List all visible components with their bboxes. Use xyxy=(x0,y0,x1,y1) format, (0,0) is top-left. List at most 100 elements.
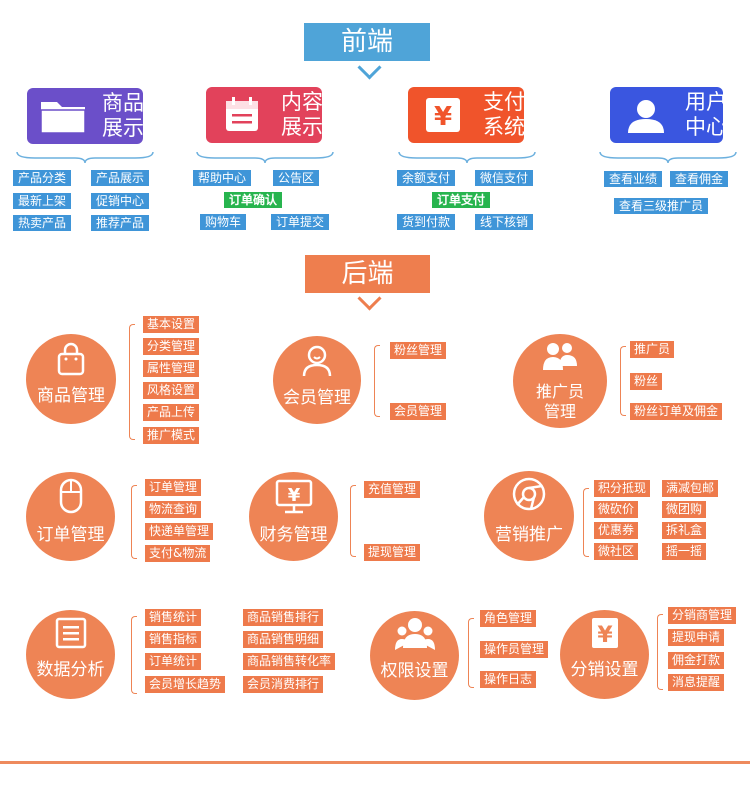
people-icon xyxy=(543,343,577,370)
item-product-upload[interactable]: 产品上传 xyxy=(143,404,200,421)
item-role-management[interactable]: 角色管理 xyxy=(480,610,537,627)
item-community[interactable]: 微社区 xyxy=(594,543,639,560)
item-promotion-mode[interactable]: 推广模式 xyxy=(143,427,200,444)
module-product-management[interactable]: 商品管理 xyxy=(26,334,116,424)
module-label: 营销推广 xyxy=(495,525,563,545)
item-points-offset[interactable]: 积分抵现 xyxy=(594,480,651,497)
tag-order-confirm[interactable]: 订单确认 xyxy=(224,192,283,208)
bottom-divider xyxy=(0,761,750,764)
module-data-analysis[interactable]: 数据分析 xyxy=(26,610,115,699)
tag-view-performance[interactable]: 查看业绩 xyxy=(604,171,663,187)
item-category-management[interactable]: 分类管理 xyxy=(143,338,200,355)
bracket xyxy=(620,346,626,416)
item-member-management[interactable]: 会员管理 xyxy=(390,403,447,420)
tag-balance-pay[interactable]: 余额支付 xyxy=(397,170,456,186)
frontend-title: 前端 xyxy=(340,27,393,57)
item-withdraw-application[interactable]: 提现申请 xyxy=(668,629,725,646)
frontend-banner: 前端 xyxy=(304,23,430,61)
item-bargain[interactable]: 微砍价 xyxy=(594,501,639,518)
module-distribution-settings[interactable]: ¥ 分销设置 xyxy=(560,610,649,699)
backend-title: 后端 xyxy=(341,259,394,289)
item-payment-logistics[interactable]: 支付&物流 xyxy=(145,545,211,562)
group-icon xyxy=(395,618,435,650)
item-sales-stats[interactable]: 销售统计 xyxy=(145,609,202,626)
item-full-reduction[interactable]: 满减包邮 xyxy=(662,480,719,497)
report-icon xyxy=(55,617,87,649)
card-user-center: 用户中心 xyxy=(610,87,727,143)
item-message-reminder[interactable]: 消息提醒 xyxy=(668,674,725,691)
tag-new-arrivals[interactable]: 最新上架 xyxy=(13,193,72,209)
tag-promo-center[interactable]: 促销中心 xyxy=(91,193,150,209)
tag-wechat-pay[interactable]: 微信支付 xyxy=(475,170,534,186)
tag-view-commission[interactable]: 查看佣金 xyxy=(670,171,729,187)
item-attribute-management[interactable]: 属性管理 xyxy=(143,360,200,377)
card-content-display: 内容展示 xyxy=(206,87,323,143)
item-style-settings[interactable]: 风格设置 xyxy=(143,382,200,399)
member-icon xyxy=(302,345,332,377)
item-group-buy[interactable]: 微团购 xyxy=(662,501,707,518)
item-promoter[interactable]: 推广员 xyxy=(630,341,675,358)
item-member-growth[interactable]: 会员增长趋势 xyxy=(145,676,226,693)
module-label: 会员管理 xyxy=(283,388,351,408)
tag-product-show[interactable]: 产品展示 xyxy=(91,170,150,186)
tag-help-center[interactable]: 帮助中心 xyxy=(193,170,252,186)
module-label: 财务管理 xyxy=(259,525,328,545)
module-order-management[interactable]: 订单管理 xyxy=(26,472,115,561)
brace xyxy=(398,151,536,164)
item-gift-box[interactable]: 拆礼盒 xyxy=(662,522,707,539)
bracket xyxy=(657,614,663,690)
tag-recommended[interactable]: 推荐产品 xyxy=(91,215,150,231)
bag-icon xyxy=(57,342,85,376)
tag-order-pay[interactable]: 订单支付 xyxy=(432,192,491,208)
yen-icon: ¥ xyxy=(426,98,460,132)
tag-product-category[interactable]: 产品分类 xyxy=(13,170,72,186)
tag-order-submit[interactable]: 订单提交 xyxy=(271,214,330,230)
item-operator-management[interactable]: 操作员管理 xyxy=(480,641,549,658)
item-order-management[interactable]: 订单管理 xyxy=(145,479,202,496)
yen-icon: ¥ xyxy=(592,618,618,648)
item-fans[interactable]: 粉丝 xyxy=(630,373,663,390)
item-product-sales-detail[interactable]: 商品销售明细 xyxy=(243,631,324,648)
tag-offline-verify[interactable]: 线下核销 xyxy=(475,214,534,230)
item-logistics-query[interactable]: 物流查询 xyxy=(145,501,202,518)
bracket xyxy=(350,485,356,557)
item-distributor-management[interactable]: 分销商管理 xyxy=(668,607,737,624)
item-basic-settings[interactable]: 基本设置 xyxy=(143,316,200,333)
card-label: 内容展示 xyxy=(281,90,323,139)
item-fan-orders-commission[interactable]: 粉丝订单及佣金 xyxy=(630,403,723,420)
brace xyxy=(599,151,737,164)
item-product-conversion[interactable]: 商品销售转化率 xyxy=(243,653,336,670)
module-finance-management[interactable]: ¥ 财务管理 xyxy=(249,472,338,561)
tag-cash-on-delivery[interactable]: 货到付款 xyxy=(397,214,456,230)
item-product-sales-rank[interactable]: 商品销售排行 xyxy=(243,609,324,626)
item-order-stats[interactable]: 订单统计 xyxy=(145,653,202,670)
card-label: 用户中心 xyxy=(685,90,727,139)
item-sales-indicator[interactable]: 销售指标 xyxy=(145,631,202,648)
item-member-spending-rank[interactable]: 会员消费排行 xyxy=(243,676,324,693)
item-coupon[interactable]: 优惠券 xyxy=(594,522,639,539)
brace xyxy=(16,151,154,164)
module-member-management[interactable]: 会员管理 xyxy=(273,336,361,424)
tag-view-promoters[interactable]: 查看三级推广员 xyxy=(614,198,709,214)
item-recharge-management[interactable]: 充值管理 xyxy=(364,481,421,498)
bracket xyxy=(583,488,589,557)
card-label: 支付系统 xyxy=(483,90,525,139)
chrome-icon xyxy=(512,477,546,511)
tag-announcements[interactable]: 公告区 xyxy=(273,170,320,186)
bracket xyxy=(131,485,137,559)
module-marketing-promotion[interactable]: 营销推广 xyxy=(484,471,574,561)
item-shake[interactable]: 摇一摇 xyxy=(662,543,707,560)
brace xyxy=(196,151,334,164)
bracket xyxy=(468,618,474,688)
item-commission-payout[interactable]: 佣金打款 xyxy=(668,652,725,669)
item-waybill-management[interactable]: 快递单管理 xyxy=(145,523,214,540)
module-label: 权限设置 xyxy=(380,661,449,681)
item-withdraw-management[interactable]: 提现管理 xyxy=(364,544,421,561)
item-operation-log[interactable]: 操作日志 xyxy=(480,671,537,688)
item-fan-management[interactable]: 粉丝管理 xyxy=(390,342,447,359)
module-permission-settings[interactable]: 权限设置 xyxy=(370,611,459,700)
module-promoter-management[interactable]: 推广员管理 xyxy=(513,334,607,428)
svg-text:¥: ¥ xyxy=(597,623,613,648)
tag-cart[interactable]: 购物车 xyxy=(200,214,247,230)
tag-hot-products[interactable]: 热卖产品 xyxy=(13,215,72,231)
